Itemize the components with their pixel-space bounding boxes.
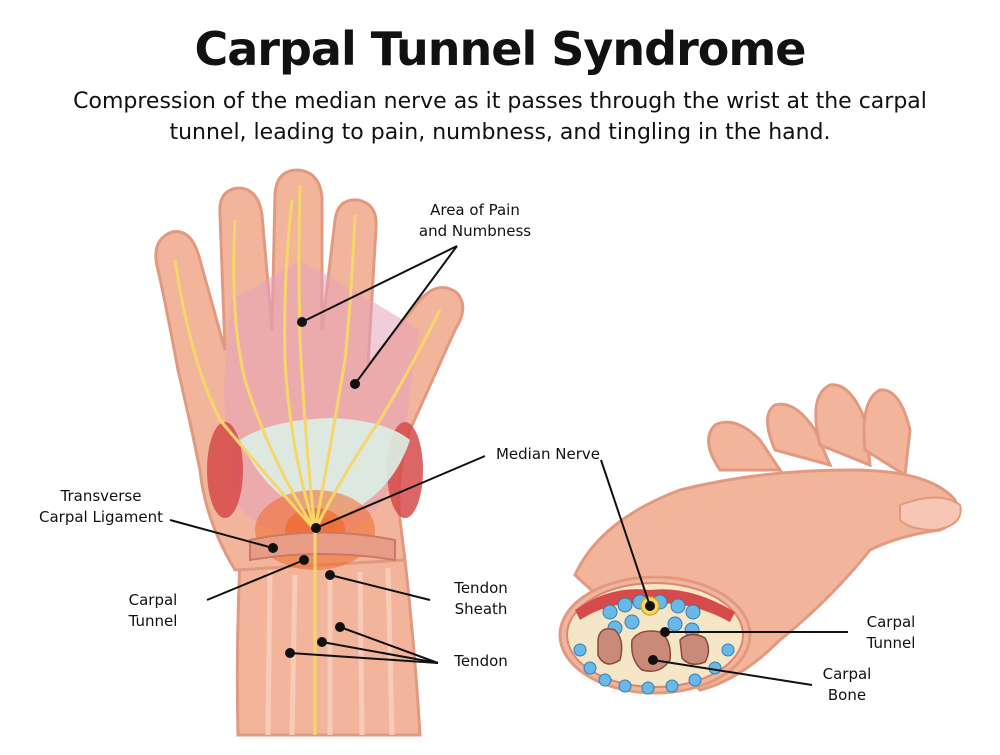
palm-hand-illustration xyxy=(154,168,486,737)
subtitle-line: Compression of the median nerve as it pa… xyxy=(73,89,927,114)
label-transverse-carpal-ligament: Transverse Carpal Ligament xyxy=(39,487,163,526)
label-median-nerve: Median Nerve xyxy=(495,445,601,463)
label-carpal-tunnel-left: Carpal Tunnel xyxy=(128,591,178,630)
thenar-muscle xyxy=(207,422,243,518)
subtitle-line: tunnel, leading to pain, numbness, and t… xyxy=(169,120,831,145)
page-title: Carpal Tunnel Syndrome xyxy=(194,22,807,76)
median-nerve xyxy=(173,184,442,735)
label-area-of-pain: Area of Pain and Numbness xyxy=(418,201,532,240)
carpal-band xyxy=(249,531,396,562)
label-tendon-sheath: Tendon Sheath xyxy=(454,579,508,618)
label-tendon: Tendon xyxy=(454,652,508,670)
wrist-cross-section xyxy=(558,575,752,695)
page-subtitle: Compression of the median nerve as it pa… xyxy=(40,86,960,148)
finger xyxy=(862,388,912,478)
thumb xyxy=(899,496,962,532)
finger xyxy=(766,402,833,468)
cross-section-hand-illustration xyxy=(558,383,962,695)
label-carpal-tunnel-right: Carpal Tunnel xyxy=(866,613,916,652)
finger xyxy=(707,420,783,472)
finger xyxy=(814,383,872,468)
label-carpal-bone: Carpal Bone xyxy=(822,665,872,704)
